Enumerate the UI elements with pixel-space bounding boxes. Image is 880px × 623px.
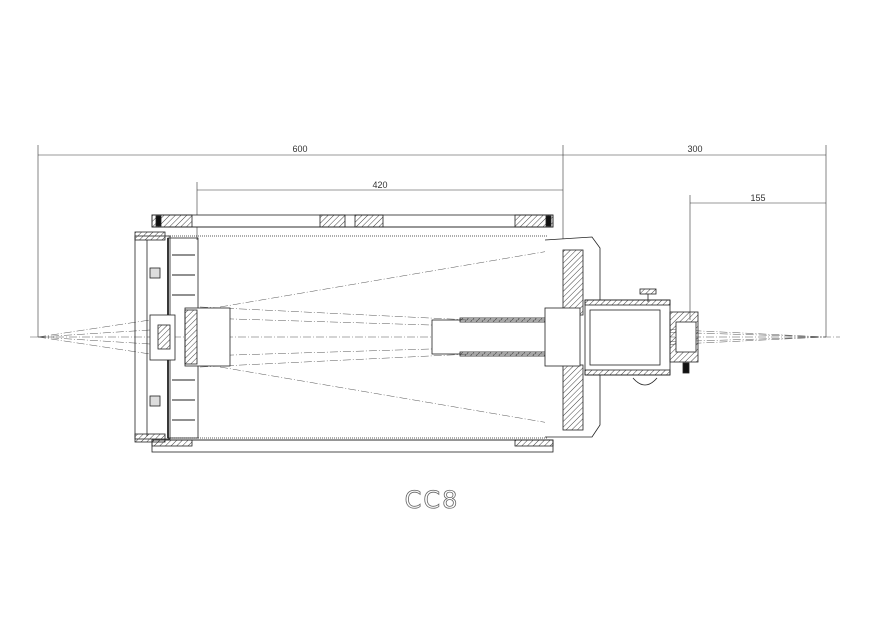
dimension-300: 300 — [687, 144, 702, 154]
dimension-155: 155 — [750, 193, 765, 203]
drawing-title: CC8 — [405, 486, 460, 514]
dimension-lines — [37, 145, 827, 337]
optical-tube — [151, 214, 554, 453]
focuser-assembly — [584, 288, 699, 386]
dimension-420: 420 — [372, 180, 387, 190]
primary-baffle — [431, 317, 563, 357]
dimension-600: 600 — [292, 144, 307, 154]
front-corrector-cell — [134, 231, 231, 443]
